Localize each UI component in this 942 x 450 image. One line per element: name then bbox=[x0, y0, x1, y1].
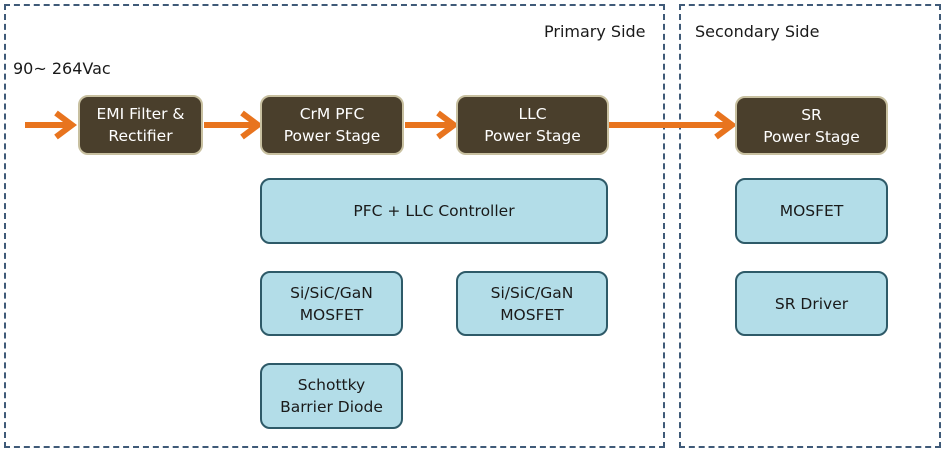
emi-to-pfc-arrow-head bbox=[240, 110, 263, 140]
secondary-side-region bbox=[679, 4, 941, 448]
pfc-to-llc-arrow-head bbox=[436, 110, 459, 140]
schottky-barrier-diode-block: Schottky Barrier Diode bbox=[260, 363, 403, 429]
llc-to-sr-arrow-head bbox=[714, 110, 737, 140]
pfc-llc-controller-block: PFC + LLC Controller bbox=[260, 178, 608, 244]
secondary-side-label: Secondary Side bbox=[695, 22, 820, 41]
llc-mosfet-block: Si/SiC/GaN MOSFET bbox=[456, 271, 608, 336]
crm-pfc-power-stage-block: CrM PFC Power Stage bbox=[260, 95, 404, 155]
primary-side-region bbox=[4, 4, 665, 448]
input-voltage-label: 90~ 264Vac bbox=[13, 59, 111, 78]
sr-driver-block: SR Driver bbox=[735, 271, 888, 336]
emi-filter-rectifier-block: EMI Filter & Rectifier bbox=[78, 95, 203, 155]
primary-side-label: Primary Side bbox=[544, 22, 646, 41]
input-arrow-head bbox=[54, 110, 77, 140]
llc-power-stage-block: LLC Power Stage bbox=[456, 95, 609, 155]
secondary-mosfet-block: MOSFET bbox=[735, 178, 888, 244]
sr-power-stage-block: SR Power Stage bbox=[735, 96, 888, 155]
pfc-mosfet-block: Si/SiC/GaN MOSFET bbox=[260, 271, 403, 336]
